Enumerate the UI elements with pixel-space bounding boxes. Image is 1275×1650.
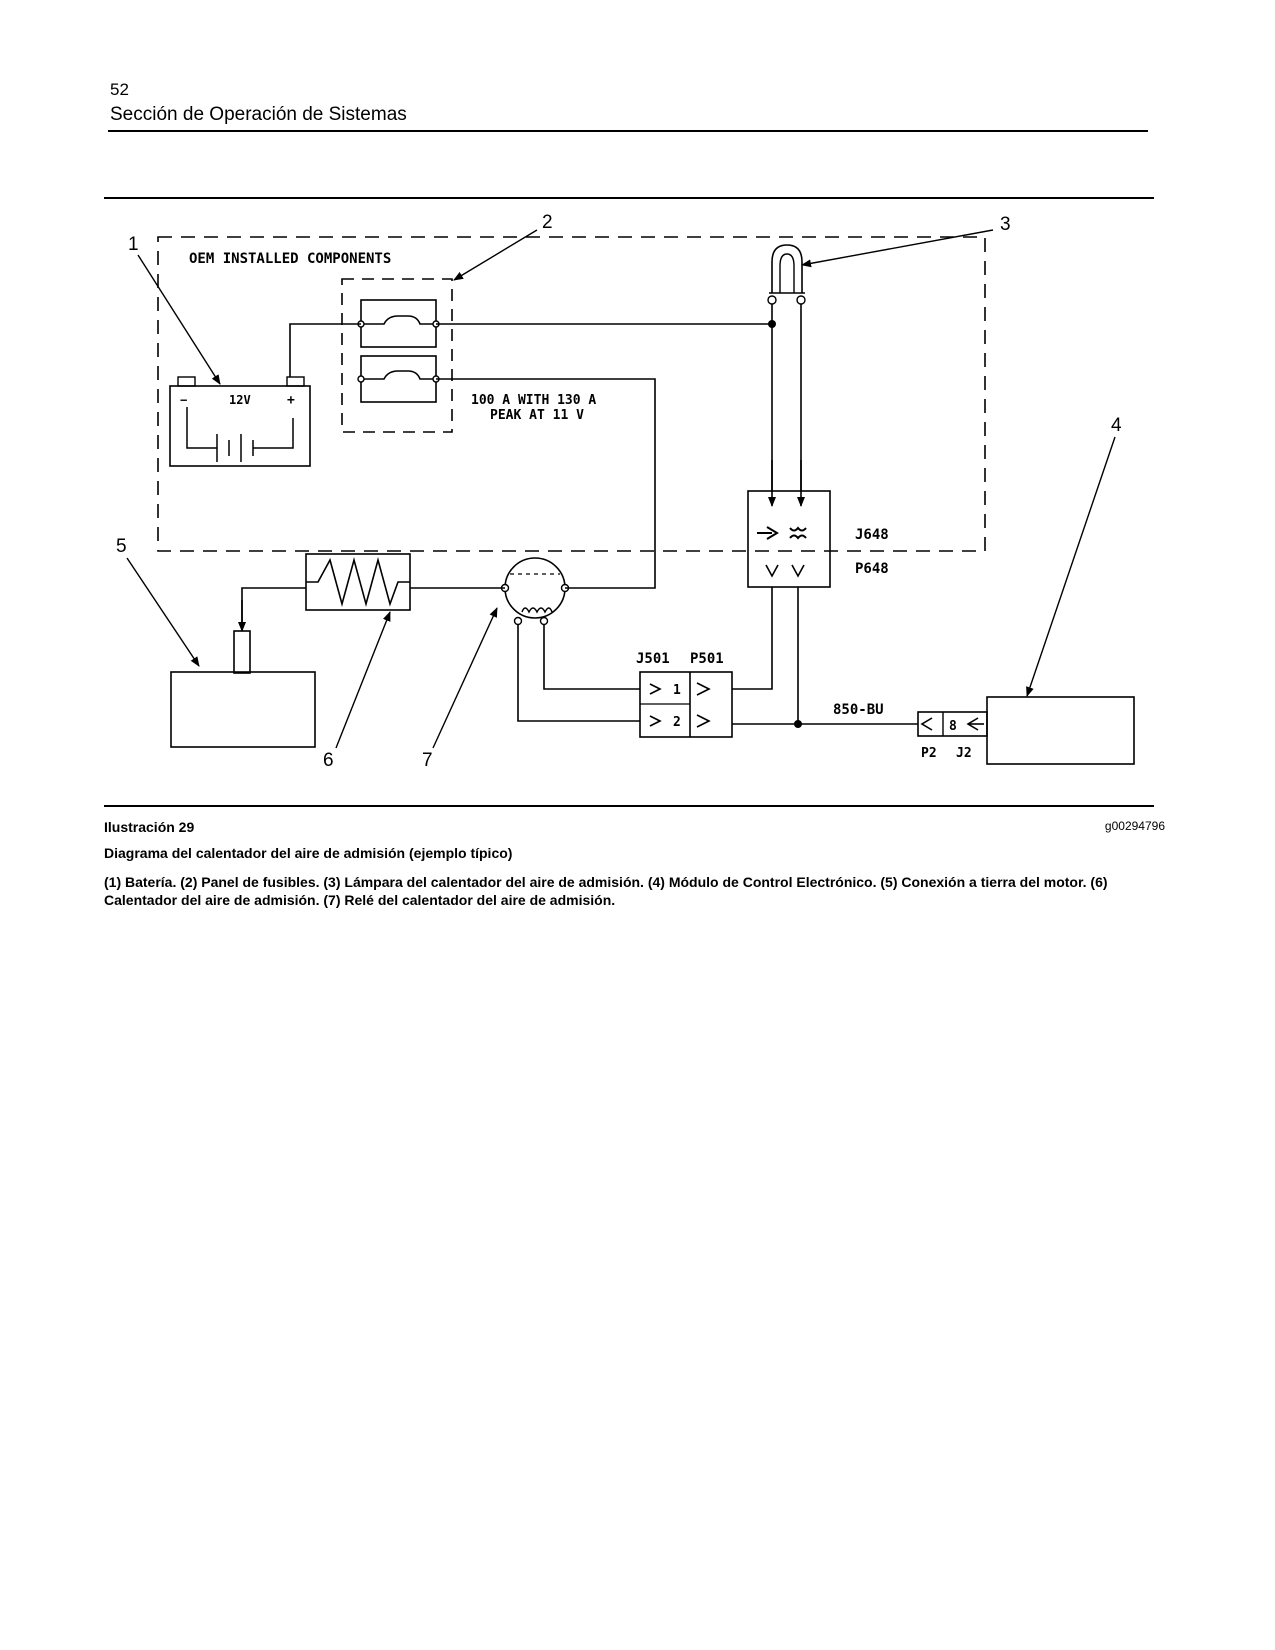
fuse-panel-boundary bbox=[341, 278, 453, 433]
connector-p501-label: P501 bbox=[690, 651, 724, 667]
leader-6 bbox=[335, 611, 391, 749]
section-title: Sección de Operación de Sistemas bbox=[110, 104, 407, 125]
leader-1 bbox=[137, 254, 221, 385]
fuse-rating-line1: 100 A WITH 130 A bbox=[471, 393, 596, 408]
callout-3: 3 bbox=[1000, 214, 1011, 235]
engine-ground bbox=[170, 630, 316, 748]
fuse-upper bbox=[357, 299, 440, 348]
callout-1: 1 bbox=[128, 234, 139, 255]
callout-2: 2 bbox=[542, 212, 553, 233]
heater-relay bbox=[500, 557, 570, 626]
oem-label: OEM INSTALLED COMPONENTS bbox=[189, 251, 391, 267]
figure-top-rule bbox=[104, 197, 1154, 199]
connector-j648-p648 bbox=[747, 490, 831, 588]
heater-lamp bbox=[767, 244, 806, 305]
pin-8-label: 8 bbox=[949, 719, 957, 734]
connector-j2-label: J2 bbox=[956, 746, 972, 761]
connector-p648-label: P648 bbox=[855, 561, 889, 577]
figure-bottom-rule bbox=[104, 805, 1154, 807]
pin-1-label: 1 bbox=[673, 683, 681, 698]
callout-4: 4 bbox=[1111, 415, 1122, 436]
connector-j501-label: J501 bbox=[636, 651, 670, 667]
pin-2-label: 2 bbox=[673, 715, 681, 730]
battery-minus: − bbox=[180, 393, 187, 407]
intake-air-heater bbox=[305, 553, 411, 611]
leader-2 bbox=[453, 229, 538, 281]
callout-7: 7 bbox=[422, 750, 433, 771]
connector-j648-label: J648 bbox=[855, 527, 889, 543]
oem-boundary bbox=[157, 236, 986, 552]
battery-voltage: 12V bbox=[229, 393, 251, 407]
battery-plus: + bbox=[287, 393, 295, 408]
figure-legend: (1) Batería. (2) Panel de fusibles. (3) … bbox=[104, 874, 1108, 908]
wire-label: 850-BU bbox=[833, 702, 884, 718]
callout-5: 5 bbox=[116, 536, 127, 557]
connector-j501-p501 bbox=[639, 671, 733, 738]
fuse-rating-line2: PEAK AT 11 V bbox=[490, 408, 584, 423]
wiring bbox=[241, 304, 918, 725]
figure-label: Ilustración 29 bbox=[104, 819, 195, 835]
figure-id: g00294796 bbox=[1104, 819, 1165, 833]
leader-7 bbox=[432, 607, 498, 749]
figure-title: Diagrama del calentador del aire de admi… bbox=[104, 845, 513, 861]
callout-6: 6 bbox=[323, 750, 334, 771]
leader-5 bbox=[126, 557, 200, 667]
leader-4 bbox=[1026, 436, 1116, 697]
splice-upper bbox=[768, 320, 776, 328]
splice-lower bbox=[794, 720, 802, 728]
fuse-lower bbox=[357, 355, 440, 403]
header-rule bbox=[108, 130, 1148, 132]
connector-p2-label: P2 bbox=[921, 746, 937, 761]
battery bbox=[169, 376, 311, 467]
page-number: 52 bbox=[110, 80, 129, 99]
leader-3 bbox=[801, 229, 994, 268]
intake-air-heater-diagram: OEM INSTALLED COMPONENTS 100 A WITH 130 … bbox=[116, 212, 1135, 771]
